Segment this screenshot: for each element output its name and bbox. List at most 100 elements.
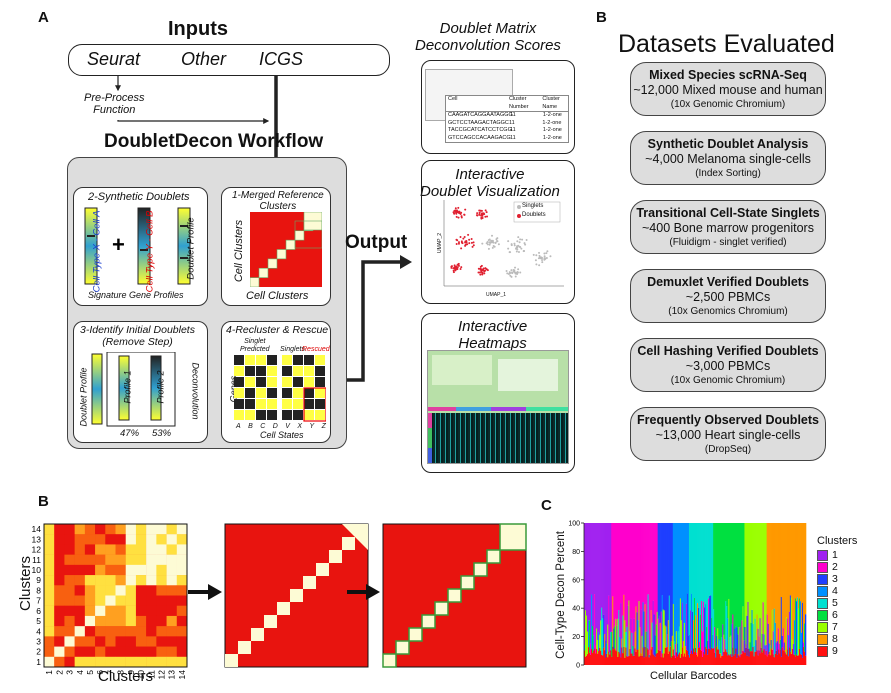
heatmap-cell bbox=[176, 524, 188, 535]
bar-segment bbox=[665, 523, 668, 627]
heatmap-cell bbox=[74, 595, 86, 606]
x-tick-label: 2 bbox=[54, 670, 64, 675]
bar-segment bbox=[652, 600, 654, 655]
bar-segment bbox=[620, 657, 622, 665]
bar-segment bbox=[644, 604, 646, 647]
bar-segment bbox=[608, 595, 610, 652]
umap-point bbox=[513, 244, 516, 247]
umap-point bbox=[525, 239, 528, 242]
heatmap-cell bbox=[166, 615, 177, 627]
gene-cell bbox=[256, 377, 266, 387]
heatmap-cell bbox=[84, 595, 96, 606]
bar-segment bbox=[773, 657, 776, 665]
bar-segment bbox=[679, 598, 682, 658]
umap-point bbox=[513, 270, 516, 273]
bar-segment bbox=[761, 634, 763, 653]
bar-segment bbox=[702, 631, 704, 657]
heatmap-cell bbox=[115, 575, 126, 586]
panel-b-bottom-letter: B bbox=[38, 493, 49, 510]
heatmap-cell bbox=[146, 646, 157, 657]
bar-segment bbox=[691, 611, 694, 655]
bar-segment bbox=[798, 598, 801, 649]
legend-item: 3 bbox=[817, 573, 857, 585]
bar-segment bbox=[745, 644, 747, 648]
legend-swatch bbox=[817, 561, 828, 573]
umap-point bbox=[479, 265, 482, 268]
umap-point bbox=[468, 238, 471, 241]
bar-segment bbox=[700, 523, 702, 615]
bar-segment bbox=[702, 656, 704, 665]
bar-segment bbox=[600, 523, 602, 621]
table-cell: 1-2-one bbox=[542, 127, 562, 133]
bar-segment bbox=[635, 651, 637, 665]
bar-segment bbox=[676, 643, 679, 657]
bar-segment bbox=[742, 606, 744, 651]
bar-segment bbox=[590, 643, 592, 655]
umap-point bbox=[484, 215, 487, 218]
umap-point bbox=[452, 267, 455, 270]
umap-point bbox=[459, 236, 462, 239]
bar-segment bbox=[594, 594, 596, 649]
heatmap-cell bbox=[95, 544, 106, 555]
bar-segment bbox=[689, 653, 692, 665]
bar-segment bbox=[692, 620, 695, 649]
bar-segment bbox=[671, 523, 674, 636]
bar-segment bbox=[698, 607, 700, 648]
bar-segment bbox=[740, 654, 742, 665]
x-tick-label: 3 bbox=[65, 670, 75, 675]
bar-segment bbox=[729, 655, 731, 665]
bar-segment bbox=[595, 653, 597, 665]
bar-segment bbox=[682, 523, 685, 642]
bar-segment bbox=[706, 626, 708, 649]
bar-segment bbox=[730, 654, 732, 665]
bar-segment bbox=[711, 647, 713, 665]
bar-segment bbox=[715, 657, 717, 665]
bar-segment bbox=[703, 652, 705, 665]
bar-segment bbox=[722, 624, 724, 656]
bar-segment bbox=[632, 646, 634, 656]
singlets-label: Singlets bbox=[280, 346, 305, 353]
bar-segment bbox=[797, 655, 800, 665]
legend-label: 4 bbox=[832, 585, 838, 597]
umap-point bbox=[535, 254, 538, 257]
bar-segment bbox=[621, 647, 623, 665]
bar-segment bbox=[678, 626, 681, 653]
bar-segment bbox=[584, 523, 586, 646]
bar-segment bbox=[795, 601, 798, 655]
heatmap-cell bbox=[135, 585, 147, 596]
bar-segment bbox=[757, 628, 759, 656]
heatmap-cell bbox=[125, 636, 137, 647]
heatmap-cell bbox=[105, 636, 116, 647]
bar-segment bbox=[680, 620, 683, 654]
bar-segment bbox=[774, 622, 777, 654]
umap-point bbox=[457, 263, 460, 266]
bar-segment bbox=[760, 642, 762, 648]
bar-segment bbox=[699, 647, 701, 665]
bar-segment bbox=[679, 523, 682, 599]
dataset-title: Mixed Species scRNA-Seq bbox=[649, 68, 807, 82]
umap-point bbox=[487, 239, 490, 242]
bar-segment bbox=[772, 631, 775, 655]
bar-segment bbox=[791, 639, 794, 649]
umap-point bbox=[534, 259, 537, 262]
heatmap-cell bbox=[95, 605, 106, 617]
heatmap-cell bbox=[44, 575, 55, 586]
bar-segment bbox=[593, 650, 595, 665]
heatmap-cell bbox=[135, 626, 147, 637]
bar-segment bbox=[637, 649, 639, 665]
col-x: X bbox=[297, 423, 303, 430]
bar-segment bbox=[709, 648, 711, 665]
bar-segment bbox=[705, 523, 707, 605]
bar-segment bbox=[604, 634, 606, 651]
diag-cell bbox=[421, 614, 436, 629]
heatmap-cell bbox=[54, 646, 65, 657]
bar-segment bbox=[722, 523, 724, 625]
bar-segment bbox=[595, 523, 597, 646]
bar-segment bbox=[802, 642, 805, 648]
heatmap-app-controls bbox=[432, 355, 492, 385]
dataset-count: ~2,500 PBMCs bbox=[685, 290, 771, 304]
bar-segment bbox=[629, 648, 631, 665]
bar-segment bbox=[785, 617, 788, 655]
bar-segment bbox=[718, 523, 720, 639]
umap-point bbox=[517, 250, 520, 253]
